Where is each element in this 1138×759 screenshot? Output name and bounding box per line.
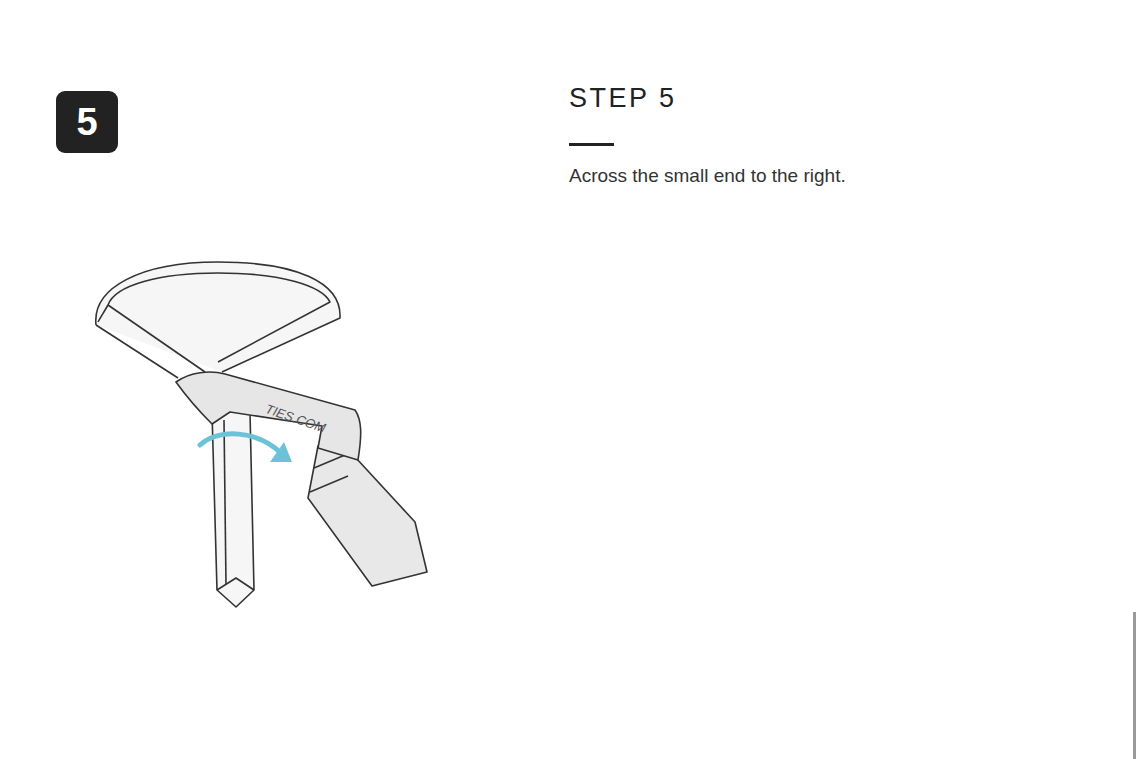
direction-arrow	[200, 434, 292, 462]
step-instruction: Across the small end to the right.	[569, 164, 846, 188]
scrollbar	[1133, 612, 1136, 759]
tie-drawing	[96, 262, 427, 607]
step-number: 5	[76, 103, 97, 141]
step-title: STEP 5	[569, 82, 677, 114]
step-badge: 5	[56, 91, 118, 153]
title-rule	[569, 143, 614, 146]
